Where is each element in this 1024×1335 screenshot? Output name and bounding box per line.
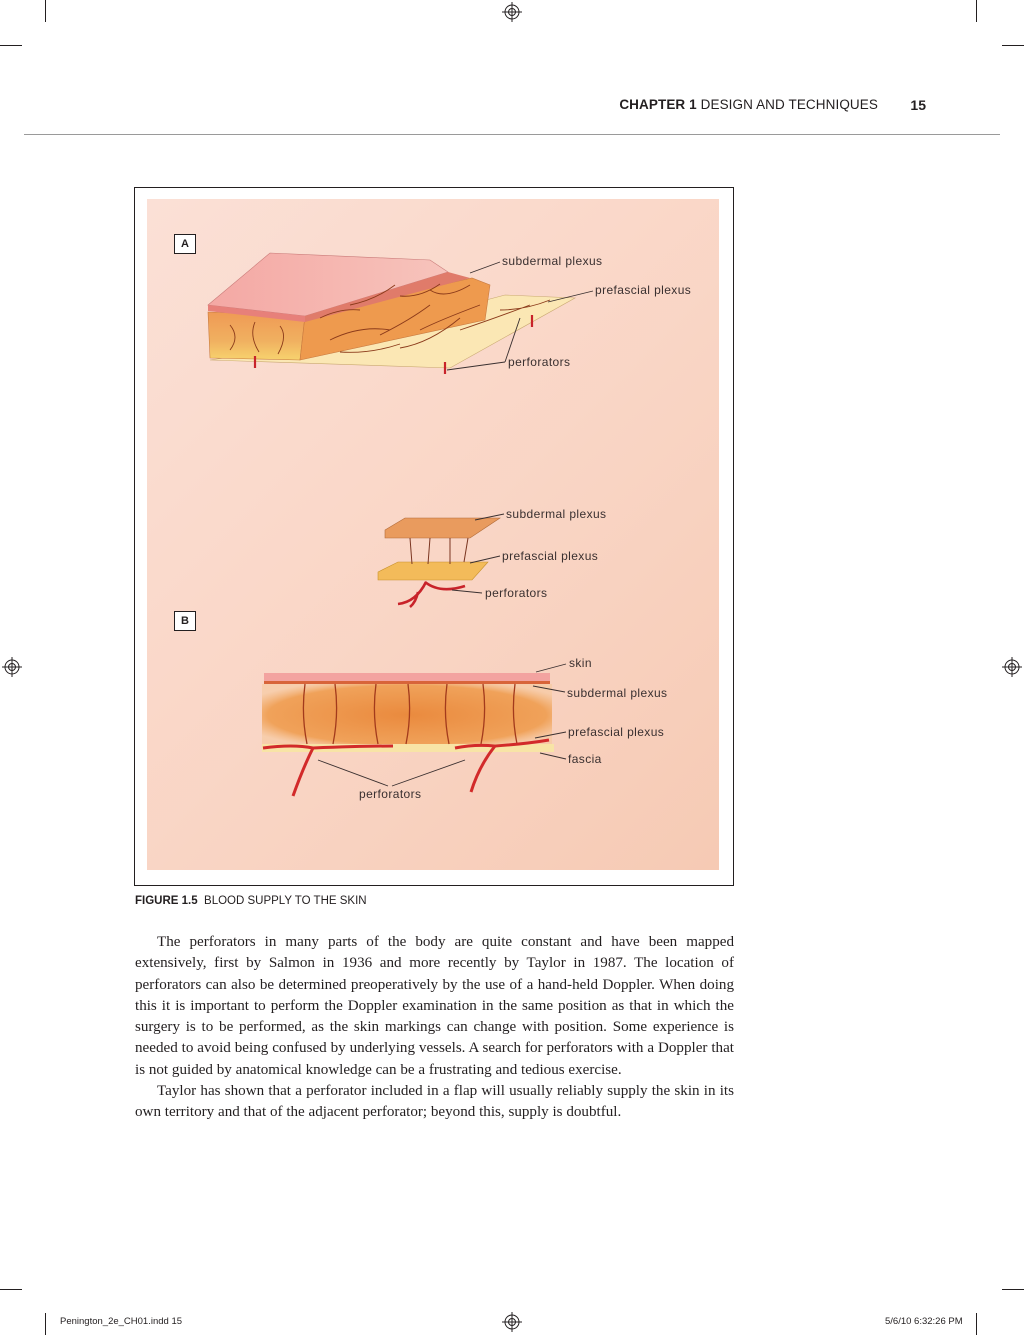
crop-mark — [1002, 45, 1024, 46]
chapter-title: DESIGN AND TECHNIQUES — [700, 97, 878, 112]
label-a-subdermal: subdermal plexus — [502, 254, 603, 268]
body-text: The perforators in many parts of the bod… — [135, 932, 734, 1124]
slug-filename: Penington_2e_CH01.indd 15 — [60, 1316, 183, 1327]
label-b-prefascial: prefascial plexus — [568, 725, 665, 739]
registration-target-icon — [1002, 657, 1022, 677]
registration-target-icon — [502, 2, 522, 22]
crop-mark — [1002, 1289, 1024, 1290]
label-a-prefascial: prefascial plexus — [595, 283, 692, 297]
page-number: 15 — [910, 97, 926, 113]
panel-b-illustration — [262, 673, 554, 797]
registration-target-icon — [502, 1312, 522, 1332]
chapter-heading: CHAPTER 1 DESIGN AND TECHNIQUES — [619, 97, 878, 112]
exploded-diagram — [377, 517, 501, 608]
figure-number: FIGURE 1.5 — [135, 895, 198, 907]
figure-title: BLOOD SUPPLY TO THE SKIN — [204, 895, 367, 907]
slug-datetime: 5/6/10 6:32:26 PM — [885, 1316, 963, 1327]
label-a-perforators: perforators — [508, 355, 571, 369]
label-b-skin: skin — [569, 656, 592, 670]
running-header: CHAPTER 1 DESIGN AND TECHNIQUES 15 — [560, 97, 926, 117]
leader-lines — [317, 261, 594, 787]
panel-a-illustration — [207, 252, 577, 374]
epidermis-edge-side — [305, 272, 470, 322]
vertical-vessels — [302, 683, 518, 745]
crop-mark — [45, 0, 46, 22]
epidermis-edge — [208, 305, 305, 322]
prefascial-layer — [377, 561, 489, 581]
header-rule — [24, 134, 1000, 135]
fascia-layer — [262, 744, 554, 752]
paragraph: The perforators in many parts of the bod… — [135, 934, 734, 1078]
crop-mark — [976, 0, 977, 22]
perforator-vessels-b — [262, 738, 550, 797]
perforator-vessels-mid — [397, 580, 466, 608]
label-b-subdermal: subdermal plexus — [567, 686, 668, 700]
panel-b-tag: B — [174, 611, 196, 631]
skin-surface — [207, 252, 449, 317]
subdermal-layer — [384, 517, 501, 539]
crop-mark — [45, 1313, 46, 1335]
label-mid-subdermal: subdermal plexus — [506, 507, 607, 521]
subdermal-line — [264, 681, 550, 684]
label-b-fascia: fascia — [568, 752, 602, 766]
figure-caption: FIGURE 1.5 BLOOD SUPPLY TO THE SKIN — [135, 895, 367, 907]
crop-mark — [0, 45, 22, 46]
label-mid-perforators: perforators — [485, 586, 548, 600]
skin-layer — [264, 673, 550, 681]
perforator-connectors — [409, 537, 469, 565]
label-mid-prefascial: prefascial plexus — [502, 549, 599, 563]
perforator-vessels-a — [253, 315, 534, 374]
panel-a-tag: A — [174, 234, 196, 254]
vessel-network-a — [229, 283, 551, 355]
paragraph: Taylor has shown that a perforator inclu… — [135, 1083, 734, 1121]
crop-mark — [976, 1313, 977, 1335]
chapter-number: CHAPTER 1 — [619, 97, 697, 112]
registration-target-icon — [2, 657, 22, 677]
label-b-perforators: perforators — [359, 787, 422, 801]
crop-mark — [0, 1289, 22, 1290]
